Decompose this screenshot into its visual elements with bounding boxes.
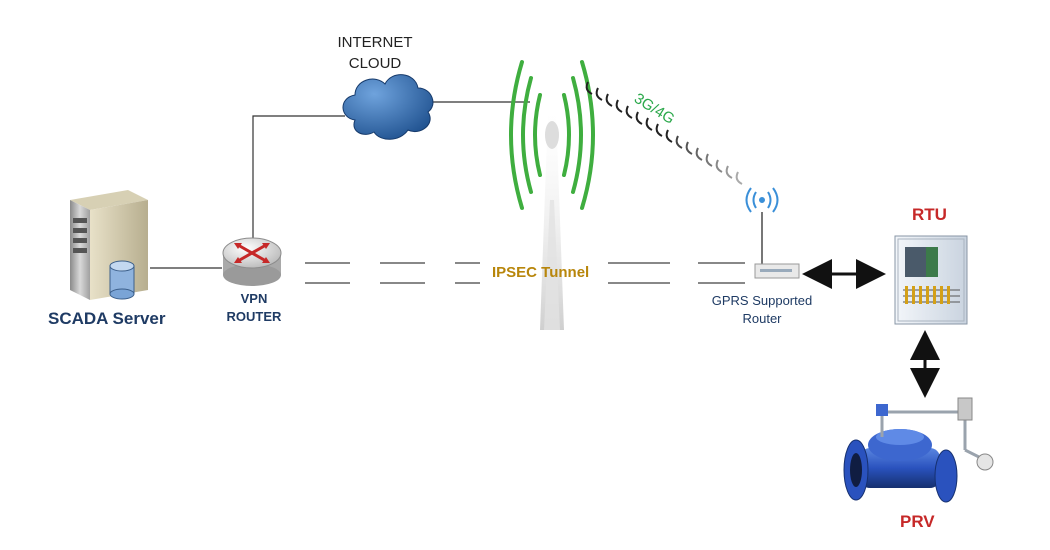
gprs-router-icon [754,212,800,279]
internet-cloud-label-line1: INTERNET [337,34,413,51]
rtu-label: RTU [912,205,947,224]
router-cloud-link [252,115,345,238]
rtu-cabinet-icon [894,235,968,325]
server-icon [70,190,148,300]
connection-lines [150,101,530,269]
cell-tower-icon [509,60,595,330]
vpn-router-label: VPN ROUTER [212,290,296,326]
ipsec-tunnel-label: IPSEC Tunnel [492,264,590,281]
cloud-icon [342,74,434,140]
internet-cloud-label: INTERNET CLOUD [328,32,422,74]
prv-label: PRV [900,512,935,531]
vpn-router-label-line2: ROUTER [226,309,282,324]
gprs-router-label-line2: Router [742,311,782,326]
database-icon [109,260,135,300]
gprs-router-label-line1: GPRS Supported [711,293,813,308]
wireless-signal [585,81,743,185]
scada-server-label: SCADA Server [48,309,166,328]
internet-cloud-label-line2: CLOUD [348,55,402,72]
vpn-router-label-line1: VPN [240,291,268,306]
wifi-icon [745,187,779,213]
router-icon [222,237,282,286]
valve-icon [843,397,994,503]
ipsec-tunnel-lines [305,262,745,284]
gprs-router-label: GPRS Supported Router [700,292,824,328]
